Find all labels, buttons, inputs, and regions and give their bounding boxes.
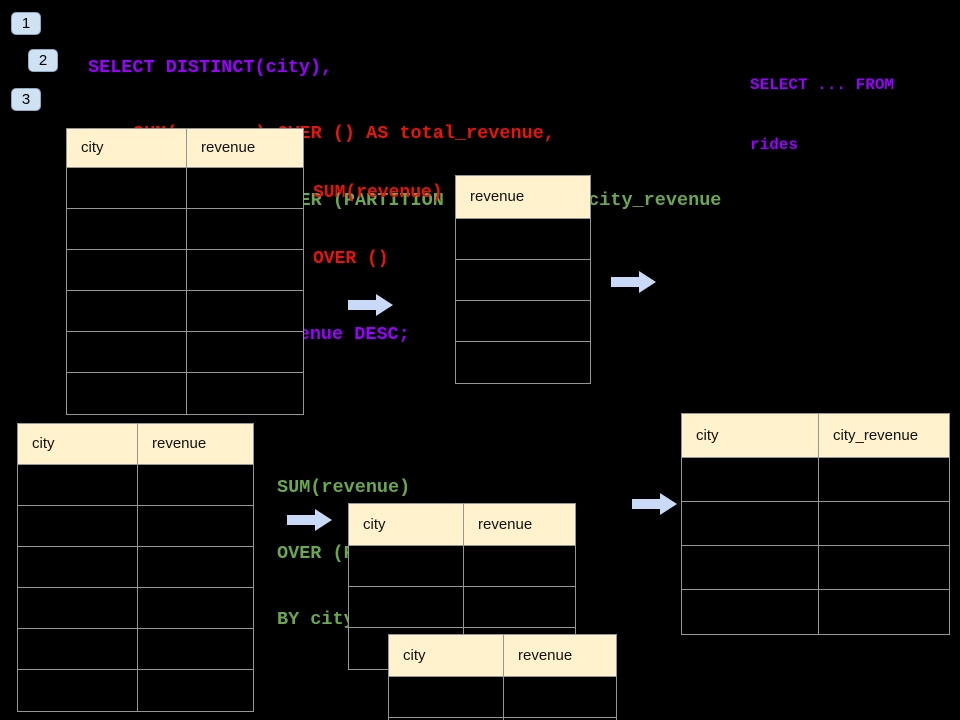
- table-row: [456, 260, 590, 301]
- table-row: [67, 209, 303, 250]
- table-row: [682, 502, 949, 546]
- arrow-right-icon: [287, 509, 332, 531]
- column-header-revenue: revenue: [463, 504, 575, 545]
- table-row: [18, 547, 253, 588]
- table-row: [18, 588, 253, 629]
- table-row: [389, 718, 616, 720]
- table-row: [456, 342, 590, 383]
- column-header-city: city: [32, 435, 55, 452]
- table-header-row: city city_revenue: [682, 414, 949, 458]
- select-from-note-line1: SELECT ... FROM: [750, 76, 895, 94]
- arrow-right-icon: [348, 294, 393, 316]
- table-row: [456, 219, 590, 260]
- table-total-result: revenue: [455, 175, 591, 384]
- table-row: [456, 301, 590, 342]
- table-row: [349, 587, 575, 628]
- table-row: [18, 670, 253, 711]
- table-row: [349, 546, 575, 587]
- table-header-row: city revenue: [18, 424, 253, 465]
- sql-line-select: SELECT DISTINCT(city),: [88, 56, 333, 78]
- table-row: [67, 250, 303, 291]
- select-from-note-line2: rides: [750, 136, 799, 154]
- table-row: [682, 546, 949, 590]
- column-header-city: city: [363, 516, 386, 533]
- annotation-total-line1: SUM(revenue): [313, 183, 443, 203]
- table-row: [67, 168, 303, 209]
- column-header-revenue: revenue: [470, 188, 525, 205]
- column-header-city: city: [81, 139, 104, 156]
- step-badge-2: 2: [28, 49, 58, 72]
- select-from-note: SELECT ... FROM rides: [750, 35, 894, 195]
- table-partition-step-overlay: city revenue: [388, 634, 617, 720]
- column-header-city: city: [696, 427, 719, 444]
- table-header-row: city revenue: [349, 504, 575, 546]
- table-row: [18, 506, 253, 547]
- column-header-city: city: [403, 647, 426, 664]
- table-row: [67, 373, 303, 414]
- column-header-city-revenue: city_revenue: [818, 414, 949, 457]
- table-partition-result: city city_revenue: [681, 413, 950, 635]
- table-row: [682, 458, 949, 502]
- annotation-total-line2: OVER (): [313, 249, 389, 269]
- table-row: [18, 465, 253, 506]
- column-header-revenue: revenue: [503, 635, 616, 676]
- table-source-bottom: city revenue: [17, 423, 254, 712]
- table-source-top: city revenue: [66, 128, 304, 415]
- table-header-row: city revenue: [67, 129, 303, 168]
- table-row: [682, 590, 949, 634]
- table-row: [18, 629, 253, 670]
- annotation-total-revenue: SUM(revenue) OVER (): [313, 138, 443, 314]
- arrow-right-icon: [611, 271, 656, 293]
- arrow-right-icon: [632, 493, 677, 515]
- table-header-row: city revenue: [389, 635, 616, 677]
- column-header-revenue: revenue: [137, 424, 253, 464]
- table-header-row: revenue: [456, 176, 590, 219]
- step-badge-1: 1: [11, 12, 41, 35]
- table-row: [389, 677, 616, 718]
- annotation-partition-line1: SUM(revenue): [277, 477, 411, 498]
- column-header-revenue: revenue: [186, 129, 303, 167]
- table-row: [67, 291, 303, 332]
- step-badge-3: 3: [11, 88, 41, 111]
- table-row: [67, 332, 303, 373]
